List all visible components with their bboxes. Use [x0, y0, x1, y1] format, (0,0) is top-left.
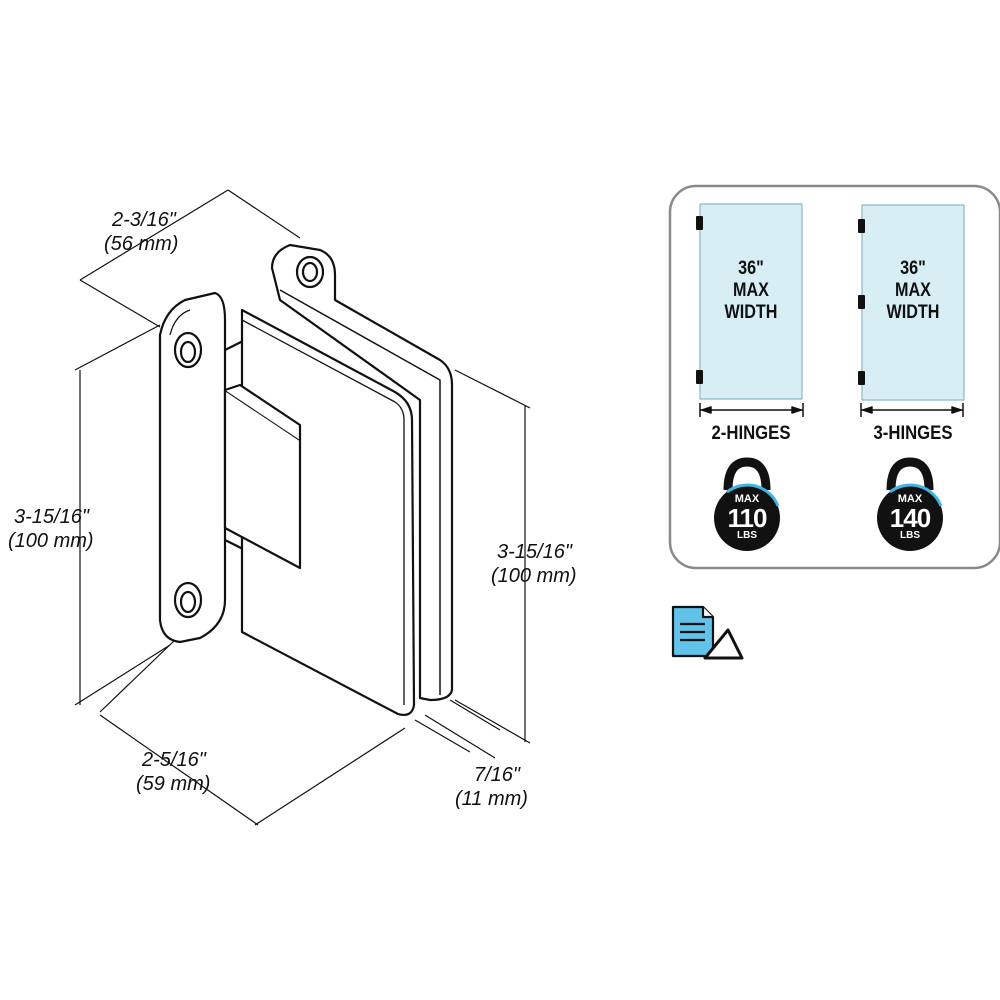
top-width-imperial: 2-3/16" — [112, 209, 176, 231]
dimension-lines — [74, 189, 531, 826]
document-with-triangle-ruler-icon — [671, 605, 744, 660]
glass-door-3-hinges — [861, 204, 965, 401]
width-value: 36" — [738, 258, 764, 279]
rear-clamp-plate — [270, 243, 454, 702]
hinge-count-label-2: 2-HINGES — [711, 423, 791, 444]
weight-icon-140 — [877, 457, 943, 551]
front-clamp-plate — [240, 308, 416, 717]
width-word: WIDTH — [886, 302, 940, 323]
left-height-metric: (100 mm) — [8, 530, 94, 552]
right-height-metric: (100 mm) — [491, 565, 577, 587]
right-height-imperial: 3-15/16" — [497, 541, 572, 563]
weight-110: MAX 110 LBS — [717, 494, 777, 541]
hinge-knuckle — [223, 388, 302, 570]
width-value: 36" — [900, 258, 926, 279]
weight-value: 110 — [727, 503, 768, 533]
weight-unit: LBS — [900, 530, 920, 541]
top-width-metric: (56 mm) — [104, 233, 179, 255]
bottom-width-metric: (59 mm) — [136, 773, 211, 795]
glass-door-2-hinges — [699, 203, 803, 400]
bottom-width-imperial: 2-5/16" — [142, 749, 206, 771]
width-max: MAX — [733, 280, 769, 301]
width-word: WIDTH — [724, 302, 778, 323]
weight-unit: LBS — [737, 530, 757, 541]
weight-icon-110 — [714, 457, 780, 551]
weight-value: 140 — [889, 503, 931, 533]
max-width-label-2-hinges: 36" MAX WIDTH — [708, 258, 795, 324]
width-max: MAX — [895, 280, 931, 301]
thickness-imperial: 7/16" — [474, 764, 521, 786]
thickness-metric: (11 mm) — [455, 788, 528, 810]
wall-mount-plate — [158, 291, 227, 644]
width-arrows — [699, 403, 964, 417]
left-height-imperial: 3-15/16" — [14, 506, 89, 528]
hinge-markers — [696, 216, 865, 385]
weight-max: MAX — [897, 493, 923, 505]
weight-140: MAX 140 LBS — [880, 494, 940, 541]
weight-max: MAX — [734, 493, 760, 505]
max-width-label-3-hinges: 36" MAX WIDTH — [870, 258, 957, 324]
hinge-count-label-3: 3-HINGES — [873, 423, 953, 444]
